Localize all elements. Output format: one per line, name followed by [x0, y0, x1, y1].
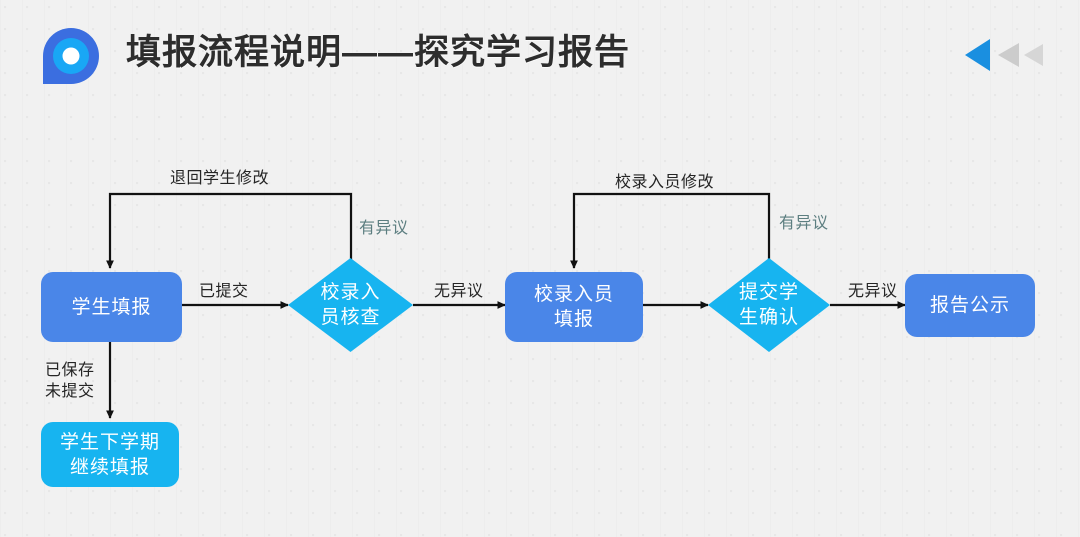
page-title: 填报流程说明——探究学习报告: [126, 33, 631, 72]
edge-label-no-objection-2: 无异议: [848, 283, 898, 300]
edge-label-objection-2: 有异议: [779, 215, 829, 232]
triple-left-chevron-decoration: [964, 38, 1044, 72]
node-label-line1: 校录入: [320, 282, 381, 303]
node-label-line2: 生确认: [738, 307, 799, 328]
node-label-line2: 继续填报: [69, 456, 150, 478]
node-student-confirm[interactable]: 提交学 生确认: [708, 258, 830, 352]
edge-label-no-objection-1: 无异议: [434, 283, 484, 300]
edge-confirm-back-to-schoolfill: [570, 192, 771, 269]
left-triangle-icon: [965, 39, 990, 71]
edge-label-recorder-modify: 校录入员修改: [615, 174, 715, 191]
node-next-term[interactable]: 学生下学期 继续填报: [41, 422, 179, 487]
node-report-publish[interactable]: 报告公示: [905, 274, 1035, 337]
left-triangle-icon: [998, 43, 1019, 67]
edge-label-return-to-student: 退回学生修改: [170, 170, 270, 187]
node-label-line2: 员核查: [320, 307, 381, 328]
node-label-line1: 校录入员: [533, 284, 614, 305]
edge-label-line2: 未提交: [45, 383, 95, 400]
edge-label-line1: 已保存: [45, 362, 95, 379]
edge-review-back-to-student: [106, 192, 353, 269]
node-school-fill[interactable]: 校录入员 填报: [505, 272, 643, 342]
node-student-fill[interactable]: 学生填报: [41, 272, 182, 342]
left-triangle-icon: [1024, 44, 1043, 66]
node-school-review[interactable]: 校录入 员核查: [288, 258, 413, 352]
node-label: 报告公示: [929, 295, 1010, 316]
droplet-ring-logo-icon: [42, 27, 100, 85]
edge-label-saved-not-submitted: 已保存 未提交: [45, 360, 95, 402]
slide-header: 填报流程说明——探究学习报告: [0, 0, 1080, 104]
node-label-line2: 填报: [553, 309, 594, 330]
node-label-line1: 学生下学期: [59, 431, 160, 453]
node-label: 学生填报: [71, 296, 152, 318]
edge-label-submitted: 已提交: [199, 283, 249, 300]
node-label-line1: 提交学: [738, 282, 799, 303]
edge-label-objection-1: 有异议: [359, 220, 409, 237]
